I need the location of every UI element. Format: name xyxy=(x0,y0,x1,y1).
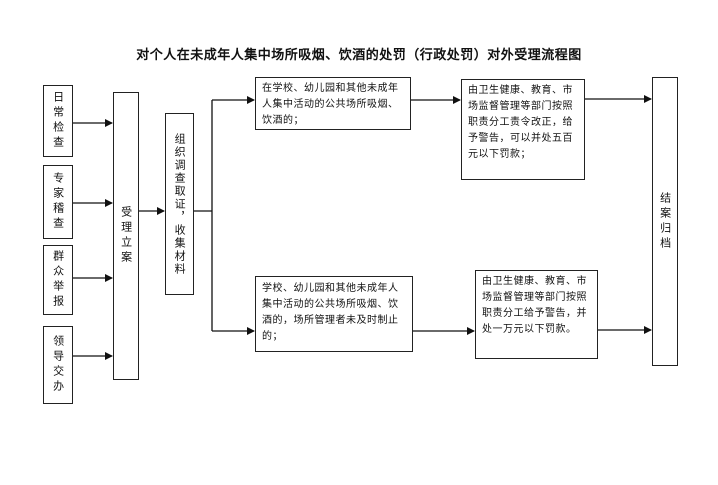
case-lower-box: 学校、幼儿园和其他未成年人集中活动的公共场所吸烟、饮酒的，场所管理者未及时制止的… xyxy=(255,276,413,352)
close-case-box: 结案归档 xyxy=(652,77,678,366)
source-leader-assigned-label: 领导交办 xyxy=(51,335,65,395)
source-public-report-label: 群众举报 xyxy=(51,250,65,310)
penalty-lower-text: 由卫生健康、教育、市场监督管理等部门按照职责分工给予警告，并处一万元以下罚款。 xyxy=(482,276,587,335)
investigate-label: 组织调查取证，收集材料 xyxy=(173,132,187,276)
investigate-box: 组织调查取证，收集材料 xyxy=(165,113,194,295)
penalty-upper-box: 由卫生健康、教育、市场监督管理等部门按照职责分工责令改正，给予警告，可以并处五百… xyxy=(461,79,585,180)
close-case-label: 结案归档 xyxy=(658,191,672,252)
source-daily-check: 日常检查 xyxy=(43,85,73,157)
accept-case-label: 受理立案 xyxy=(119,206,133,266)
case-lower-text: 学校、幼儿园和其他未成年人集中活动的公共场所吸烟、饮酒的，场所管理者未及时制止的… xyxy=(262,283,399,342)
case-upper-box: 在学校、幼儿园和其他未成年人集中活动的公共场所吸烟、饮酒的； xyxy=(255,77,411,130)
penalty-lower-box: 由卫生健康、教育、市场监督管理等部门按照职责分工给予警告，并处一万元以下罚款。 xyxy=(475,270,598,359)
penalty-upper-text: 由卫生健康、教育、市场监督管理等部门按照职责分工责令改正，给予警告，可以并处五百… xyxy=(468,85,573,160)
source-expert-audit-label: 专家稽查 xyxy=(51,172,65,232)
source-leader-assigned: 领导交办 xyxy=(43,326,73,404)
accept-case-box: 受理立案 xyxy=(113,92,139,380)
source-public-report: 群众举报 xyxy=(43,245,73,315)
case-upper-text: 在学校、幼儿园和其他未成年人集中活动的公共场所吸烟、饮酒的； xyxy=(262,83,399,126)
source-expert-audit: 专家稽查 xyxy=(43,165,73,239)
diagram-title: 对个人在未成年人集中场所吸烟、饮酒的处罚（行政处罚）对外受理流程图 xyxy=(136,48,582,63)
source-daily-check-label: 日常检查 xyxy=(51,91,65,151)
